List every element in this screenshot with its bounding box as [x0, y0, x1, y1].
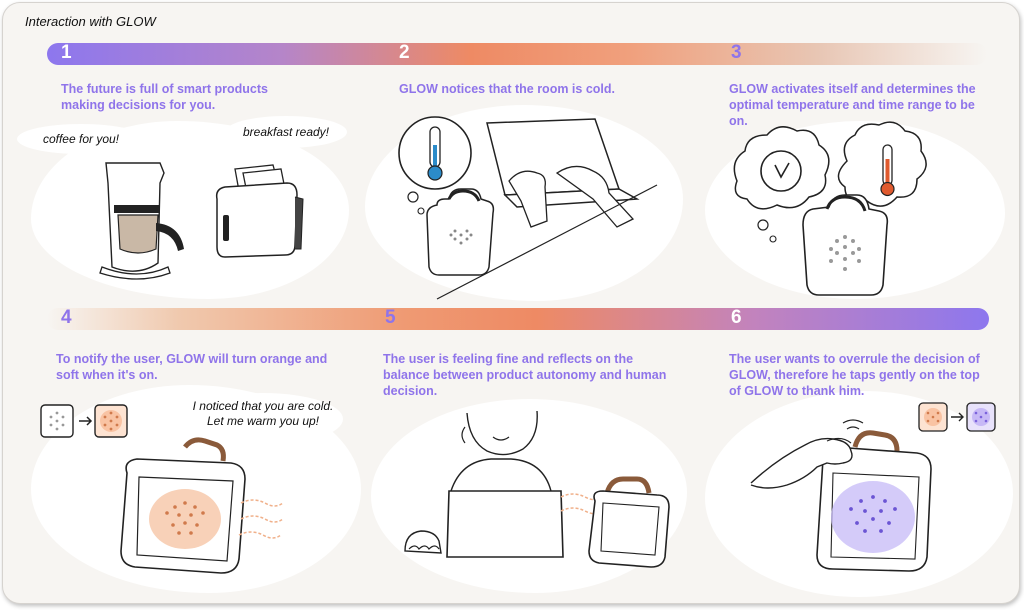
glow-device-icon — [588, 476, 670, 568]
speech-bubble-notice-line2: Let me warm you up! — [206, 414, 320, 428]
storyboard-title: Interaction with GLOW — [25, 14, 156, 29]
coffee-maker-icon — [99, 162, 184, 280]
step-text-3: GLOW activates itself and determines the… — [729, 82, 976, 128]
step-number-1: 1 — [61, 42, 72, 63]
scene-6-illustration — [750, 419, 932, 572]
scene-2-illustration — [398, 116, 658, 300]
arrow-right-icon — [951, 412, 964, 422]
step-text-5: The user is feeling fine and reflects on… — [383, 352, 667, 398]
speech-bubble-notice-line1: I noticed that you are cold. — [192, 399, 334, 413]
toaster-icon — [215, 164, 304, 258]
state-change-diagram — [918, 402, 996, 432]
mouse-icon — [404, 530, 442, 554]
step-number-6: 6 — [731, 307, 742, 328]
progress-band-top — [47, 43, 987, 65]
arrow-right-icon — [79, 416, 93, 426]
step-text-6: The user wants to overrule the decision … — [729, 352, 980, 398]
step-text-4: To notify the user, GLOW will turn orang… — [56, 352, 328, 382]
speech-bubble-breakfast: breakfast ready! — [225, 116, 347, 148]
step-text-1: The future is full of smart products mak… — [61, 82, 268, 112]
clock-icon — [760, 150, 802, 192]
step-text-2: GLOW notices that the room is cold. — [399, 82, 615, 96]
thermometer-icon — [398, 116, 472, 190]
person-icon — [450, 410, 552, 492]
glow-device-icon — [426, 188, 495, 276]
scene-3-illustration — [733, 121, 927, 296]
scene-5-illustration — [404, 410, 670, 568]
step-number-3: 3 — [731, 42, 742, 63]
glow-device-icon — [816, 430, 932, 572]
typing-hands-icon — [508, 165, 635, 228]
laptop-icon — [486, 118, 640, 208]
step-number-5: 5 — [385, 307, 396, 328]
glow-device-icon — [120, 437, 284, 574]
thermometer-icon — [880, 144, 895, 197]
laptop-icon — [446, 490, 564, 558]
step-number-4: 4 — [61, 307, 72, 328]
speech-bubble-notice: I noticed that you are cold. Let me warm… — [183, 393, 343, 445]
step-number-2: 2 — [399, 42, 410, 63]
state-change-diagram — [40, 404, 128, 438]
progress-band-bottom — [47, 308, 989, 330]
speech-bubble-coffee: coffee for you! — [17, 124, 145, 154]
glow-device-icon — [802, 194, 889, 296]
tapping-hand-icon — [750, 437, 853, 489]
